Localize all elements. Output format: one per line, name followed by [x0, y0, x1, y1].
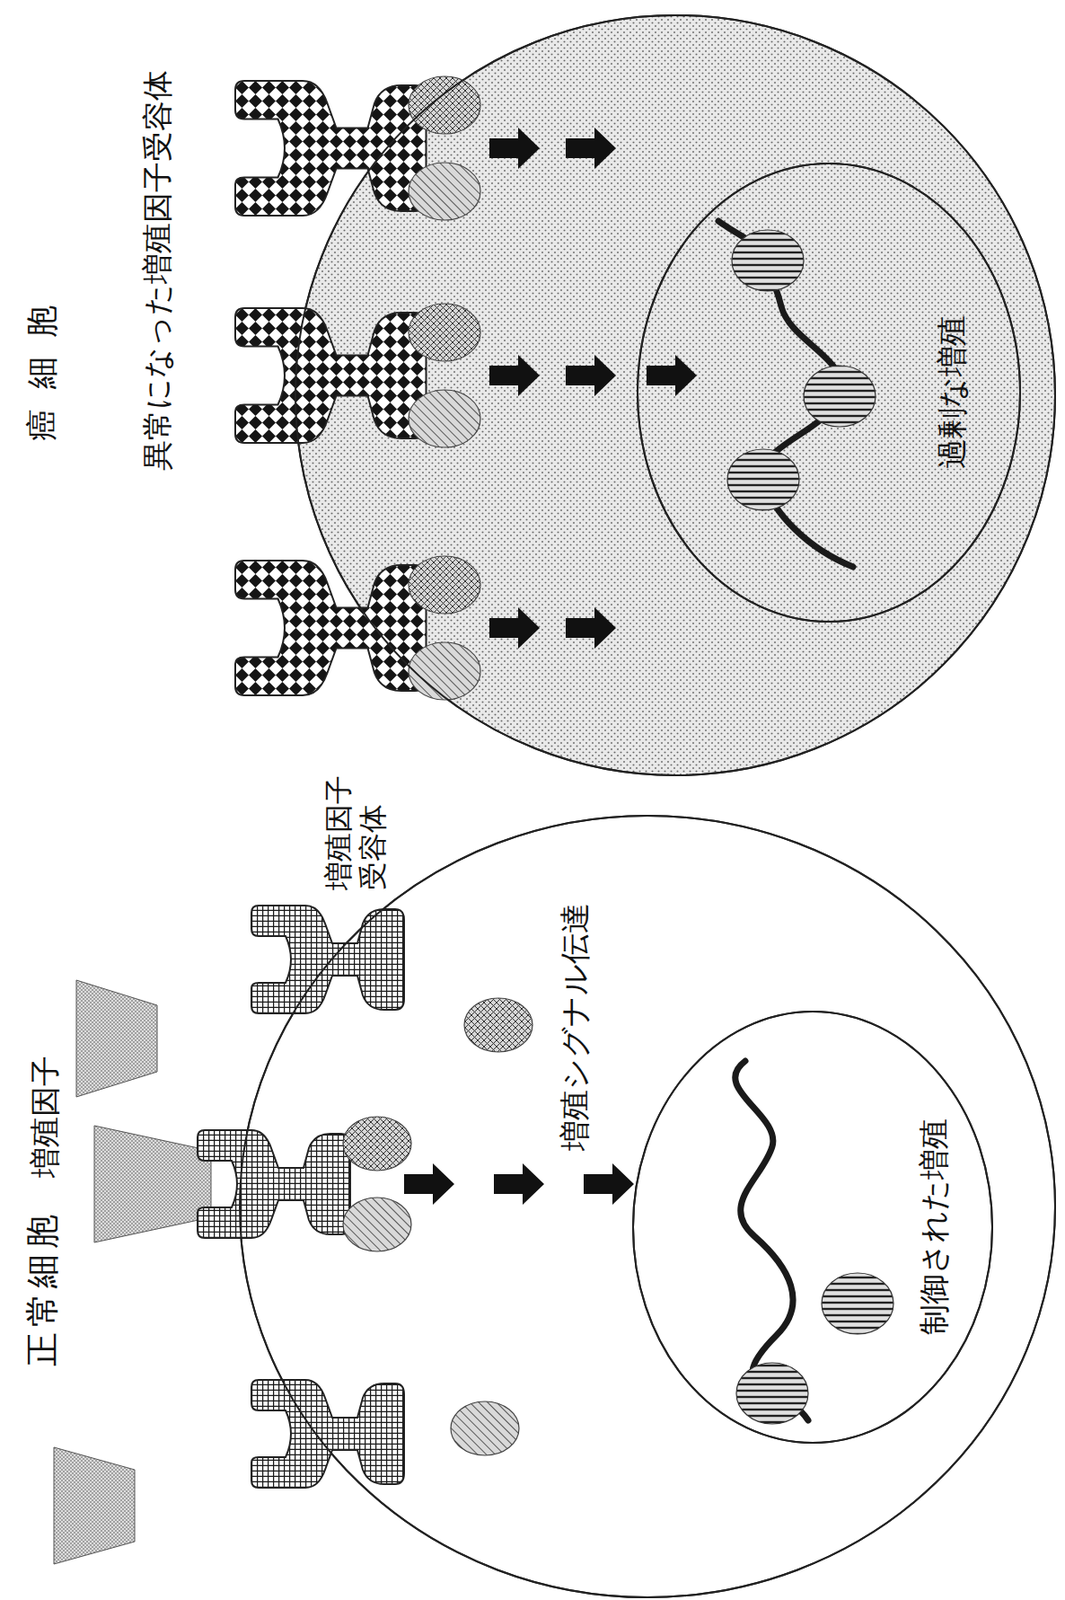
transcription-factor — [736, 1362, 809, 1424]
part-label: 増殖シグナル伝達 — [556, 902, 594, 1151]
transcription-factor — [821, 1272, 894, 1334]
abnormal-receptor — [235, 308, 427, 443]
adaptor-protein — [408, 76, 481, 134]
normal-nucleus-body — [633, 1011, 993, 1443]
signal-arrow — [646, 354, 697, 397]
adaptor-protein — [450, 1400, 520, 1455]
adaptor-protein — [408, 642, 481, 700]
adaptor-protein — [408, 389, 481, 448]
part-label: 増殖因子 — [26, 1055, 64, 1178]
nucleus-outline: 制御された増殖 — [633, 1011, 993, 1443]
adaptor-protein — [408, 555, 481, 614]
receptor — [251, 1379, 405, 1488]
growth-factor — [76, 979, 158, 1097]
signal-arrow — [489, 127, 540, 169]
signal-arrow — [489, 354, 540, 397]
adaptor-protein — [408, 303, 481, 361]
abnormal-receptor — [235, 560, 427, 696]
receptor — [197, 1129, 351, 1238]
transcription-factor — [727, 448, 800, 511]
outline-ellipse — [295, 15, 1056, 775]
signal-arrow — [493, 1162, 545, 1205]
growth-factor — [53, 1446, 135, 1564]
adaptor-protein — [464, 997, 533, 1052]
outline-ellipse — [633, 1011, 993, 1443]
normal-cell-body — [239, 815, 1056, 1597]
cell-label: 正常細胞 — [22, 1208, 64, 1366]
part-label: 異常になった増殖因子受容体 — [139, 70, 177, 471]
signal-arrow — [404, 1162, 455, 1205]
adaptor-protein — [343, 1116, 412, 1171]
outline-ellipse — [239, 815, 1056, 1597]
signal-arrow — [565, 127, 617, 169]
growth-factor — [94, 1125, 212, 1242]
cell-label: 癌細胞 — [22, 285, 62, 441]
signal-arrow — [583, 1162, 634, 1205]
receptor — [251, 905, 405, 1013]
cell-outline: 正常細胞制御された増殖 — [239, 815, 1056, 1597]
transcription-factor — [731, 229, 804, 291]
adaptor-protein — [343, 1197, 412, 1251]
signal-arrow — [565, 607, 617, 649]
abnormal-receptor — [235, 80, 427, 216]
transcription-factor — [803, 365, 876, 427]
cell-outline: 癌細胞過剰な増殖 — [295, 15, 1056, 775]
outline-ellipse — [637, 163, 1021, 622]
signal-arrow — [565, 354, 617, 397]
adaptor-protein — [408, 162, 481, 221]
cell-label: 制御された増殖 — [915, 1117, 953, 1335]
cancer-nucleus-body — [637, 163, 1021, 622]
signal-arrow — [489, 607, 540, 649]
part-label: 増殖因子受容体 — [321, 772, 391, 890]
cell-label: 過剰な増殖 — [933, 315, 971, 469]
nucleus-outline: 過剰な増殖 — [637, 163, 1021, 622]
